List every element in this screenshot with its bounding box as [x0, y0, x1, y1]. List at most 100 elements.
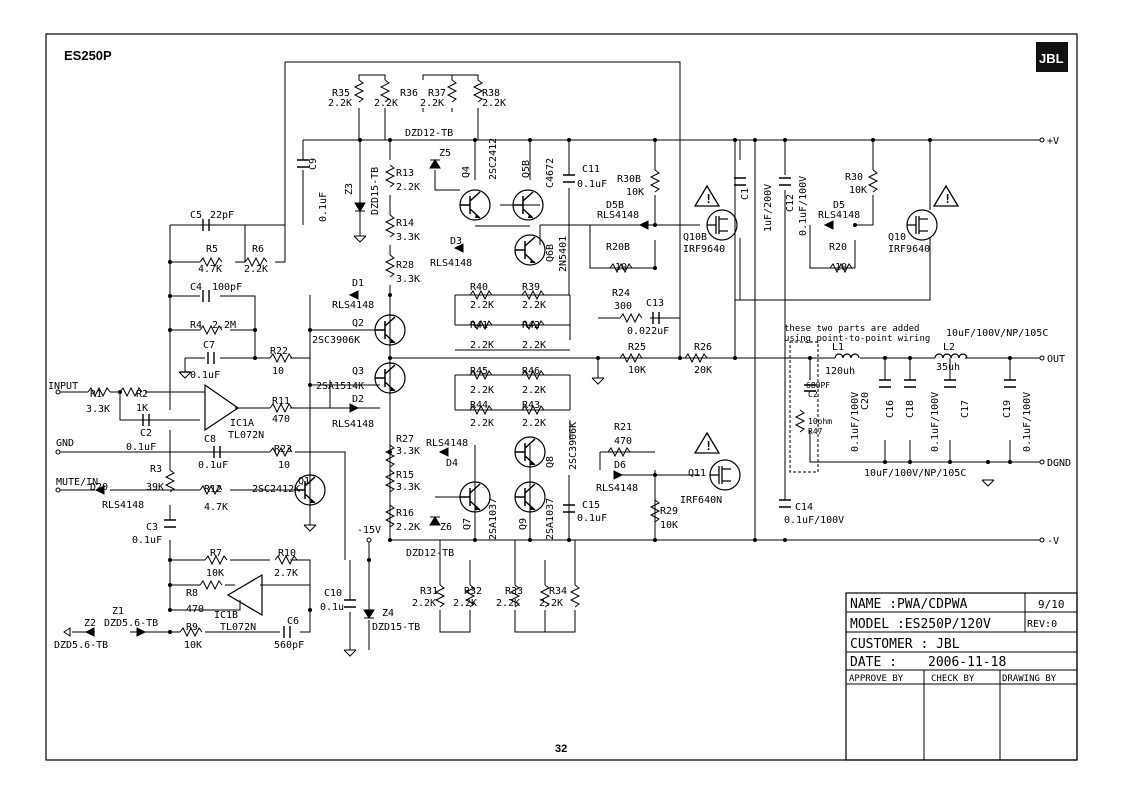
component-label: DZD12-TB [406, 548, 454, 559]
component-label: 0.1uF/100V [1022, 392, 1033, 452]
component-label: D5 [833, 200, 845, 211]
component-label: Q1 [298, 476, 310, 487]
component-label: C10 [324, 588, 342, 599]
component-label: R20B [606, 242, 630, 253]
component-label: 2.2K [244, 264, 268, 275]
component-label: 3.3K [396, 482, 420, 493]
component-label: R32 [464, 586, 482, 597]
component-label: C1 [740, 188, 751, 200]
component-label: 2SC3906K [312, 335, 360, 346]
component-label: Q10 [888, 232, 906, 243]
component-label: 2.2K [470, 385, 494, 396]
component-label: 10K [660, 520, 678, 531]
note-cap-top: 10uF/100V/NP/105C [946, 328, 1048, 339]
component-label: D3 [450, 236, 462, 247]
port-plusv-label: +V [1047, 136, 1059, 147]
component-label: R21 [614, 422, 632, 433]
component-label: 100pF [212, 282, 242, 293]
wires [58, 61, 1040, 650]
component-label: 680PF [806, 381, 830, 390]
component-label: IRF9640 [683, 244, 725, 255]
component-label: C13 [646, 298, 664, 309]
component-label: 0.1uF/100V [784, 515, 844, 526]
component-label: 2.2K [496, 598, 520, 609]
component-label: 2SC3906K [568, 422, 579, 470]
port-input-label: INPUT [48, 381, 78, 392]
component-label: 2SC2412K [252, 484, 300, 495]
component-label: C9 [308, 158, 319, 170]
added-parts-box [789, 341, 819, 473]
component-label: DZD15-TB [372, 622, 420, 633]
component-label: 0.1uF [198, 460, 228, 471]
component-label: 2.2K [412, 598, 436, 609]
component-label: R11 [272, 396, 290, 407]
component-label: 10K [206, 568, 224, 579]
component-label: R26 [694, 342, 712, 353]
component-label: 4.7K [204, 502, 228, 513]
component-label: 3.3K [396, 274, 420, 285]
component-label: 560pF [274, 640, 304, 651]
title-approve: APPROVE BY [849, 674, 904, 684]
component-label: R44 [470, 400, 488, 411]
component-label: 4.7K [198, 264, 222, 275]
component-label: 2.2K [420, 98, 444, 109]
component-label: 2SC2412 [488, 138, 499, 180]
component-label: R31 [420, 586, 438, 597]
component-label: C16 [885, 400, 896, 418]
component-label: 470 [614, 436, 632, 447]
component-label: Q4 [461, 166, 472, 178]
component-label: Q11 [688, 468, 706, 479]
sheet-border [45, 33, 1078, 761]
jbl-logo [1036, 42, 1068, 72]
component-label: 2.2K [470, 340, 494, 351]
component-label: 2.7K [274, 568, 298, 579]
component-label: 22pF [210, 210, 234, 221]
component-label: 2.2K [522, 340, 546, 351]
component-label: Q8 [545, 456, 556, 468]
component-label: Z5 [439, 148, 451, 159]
component-label: R23 [274, 444, 292, 455]
labels: INPUT GND MUTE/IN +V OUT DGND -V -15V R3… [48, 88, 1071, 651]
component-label: 2.2K [470, 418, 494, 429]
title-date-label: DATE : [850, 655, 897, 670]
component-label: Z1 [112, 606, 124, 617]
opamps [204, 383, 263, 617]
title-block: NAME :PWA/CDPWA 9/10 MODEL :ES250P/120V … [845, 592, 1078, 761]
component-label: TL072N [228, 430, 264, 441]
component-label: R9 [186, 622, 198, 633]
component-label: 2.2K [374, 98, 398, 109]
component-label: Q7 [462, 518, 473, 530]
component-label: R28 [396, 260, 414, 271]
component-label: 3.3K [396, 446, 420, 457]
model-heading: ES250P [64, 48, 112, 63]
component-label: Z4 [382, 608, 394, 619]
component-label: D20 [90, 482, 108, 493]
component-label: TL072N [220, 622, 256, 633]
component-label: Q3 [352, 366, 364, 377]
component-label: 10 [835, 262, 847, 273]
component-label: 2N5401 [558, 236, 569, 272]
component-label: C17 [960, 400, 971, 418]
component-label: 2SA1514K [316, 381, 364, 392]
component-label: R42 [522, 320, 540, 331]
component-label: R33 [505, 586, 523, 597]
component-label: 2.2K [328, 98, 352, 109]
component-label: R20 [829, 242, 847, 253]
component-label: 2.2K [482, 98, 506, 109]
component-label: R14 [396, 218, 414, 229]
component-label: C2 [808, 390, 818, 399]
component-label: 10ohm [808, 417, 832, 426]
port-minusv-label: -V [1047, 536, 1059, 547]
component-label: R4 [190, 320, 202, 331]
component-label: DZD5.6-TB [104, 618, 158, 629]
component-label: 10 [272, 366, 284, 377]
component-label: R40 [470, 282, 488, 293]
title-model: MODEL :ES250P/120V [850, 617, 991, 632]
component-label: L2 [943, 342, 955, 353]
component-label: R3 [150, 464, 162, 475]
diodes [63, 159, 834, 637]
note-cap-bottom: 10uF/100V/NP/105C [864, 468, 966, 479]
component-label: R34 [549, 586, 567, 597]
component-label: DZD12-TB [405, 128, 453, 139]
